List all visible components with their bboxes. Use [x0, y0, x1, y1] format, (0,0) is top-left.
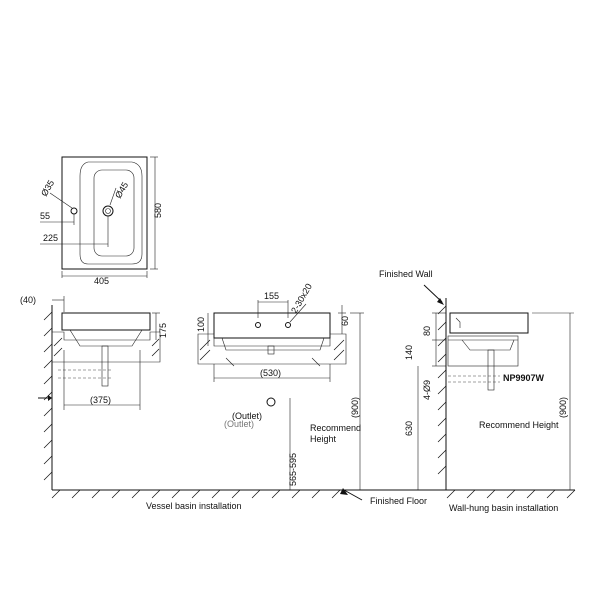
dim-375: (375): [90, 395, 111, 405]
top-view-outline: [61, 156, 148, 270]
finished-wall-label: Finished Wall: [379, 269, 433, 279]
recommend-label-1: Recommend: [310, 423, 361, 433]
dim-60: 60: [340, 316, 350, 326]
vessel-basin: [61, 312, 151, 331]
dim-900-middle: (900): [350, 397, 360, 418]
top-view-inner-bowl: [93, 169, 135, 257]
outlet-label: (Outlet): [232, 411, 262, 421]
vessel-caption: Vessel basin installation: [146, 501, 242, 511]
recommend-label-2: Height: [310, 434, 337, 444]
dim-outlet-hole: Ø45: [113, 180, 130, 200]
dim-40: (40): [20, 295, 36, 305]
dim-900-wall: (900): [558, 397, 568, 418]
recommend-height-label: Recommend Height: [479, 420, 559, 430]
dim-holes: 2-30x20: [289, 282, 314, 315]
dim-565-595: 565-595: [288, 453, 298, 486]
dim-580: 580: [153, 203, 163, 218]
front-basin: [213, 312, 331, 339]
dim-630: 630: [404, 421, 414, 436]
wall-hung-basin: [449, 312, 529, 334]
top-view-bowl: [79, 161, 143, 265]
dim-55: 55: [40, 211, 50, 221]
dim-530: (530): [260, 368, 281, 378]
tap-hole-icon: [70, 207, 78, 215]
dim-155: 155: [264, 291, 279, 301]
dim-80: 80: [422, 326, 432, 336]
top-view: 405 580 Ø35 Ø45 55 225: [39, 156, 163, 286]
wall-hung-caption: Wall-hung basin installation: [449, 503, 558, 513]
model-label: NP9907W: [503, 373, 545, 383]
outlet-icon: [266, 397, 276, 407]
vessel-side-view: (40) 175 (375): [20, 295, 168, 490]
outlet-hole-icon: [102, 205, 114, 217]
floor: Finished Floor Vessel basin installation…: [51, 488, 576, 513]
front-counter: [197, 333, 347, 365]
vessel-counter: [51, 331, 161, 363]
front-view: 155 2-30x20 100 60 (530) (Outlet) (Outle…: [196, 282, 364, 490]
dim-405: 405: [94, 276, 109, 286]
dim-175: 175: [158, 323, 168, 338]
dim-tap-hole: Ø35: [39, 178, 56, 198]
dim-225: 225: [43, 233, 58, 243]
dim-bolts: 4-Ø9: [422, 380, 432, 400]
dim-100: 100: [196, 317, 206, 332]
finished-floor-label: Finished Floor: [370, 496, 427, 506]
wall-hung-view: Finished Wall 80 140: [379, 269, 574, 490]
wall-bracket: [447, 335, 519, 367]
dim-140: 140: [404, 345, 414, 360]
outlet-label-ghost: (Outlet): [224, 419, 254, 429]
